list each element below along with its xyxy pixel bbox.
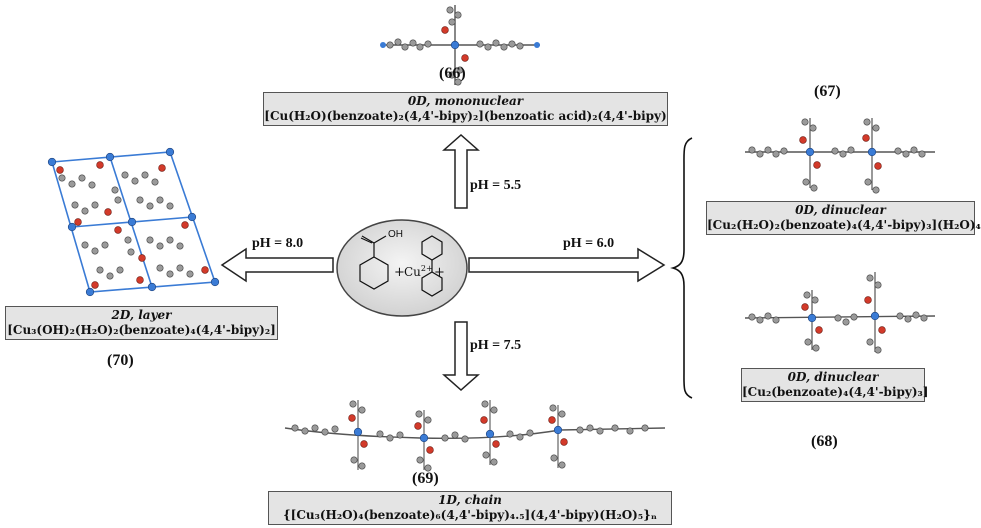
ph-label-up: pH = 5.5: [470, 178, 522, 193]
compound-id-67: (67): [814, 83, 841, 100]
right-brace: [670, 137, 693, 399]
molecule-66: [380, 5, 540, 86]
compound-formula-68: [Cu₂(benzoate)₄(4,4'-bipy)₃]: [742, 385, 929, 399]
ph-label-down: pH = 7.5: [470, 338, 522, 353]
molecule-67: [745, 118, 935, 194]
compound-kind-68: 0D, dinuclear: [787, 370, 879, 384]
copper-symbol: Cu: [404, 265, 421, 279]
hydroxyl-label: OH: [388, 229, 403, 240]
molecule-68: [744, 272, 936, 354]
ph-label-right: pH = 6.0: [563, 236, 615, 251]
compound-kind-69: 1D, chain: [438, 493, 502, 507]
compound-formula-67: [Cu₂(H₂O)₂(benzoate)₄(4,4'-bipy)₃](H₂O)₄: [707, 218, 981, 232]
compound-box-67: 0D, dinuclear [Cu₂(H₂O)₂(benzoate)₄(4,4'…: [706, 201, 981, 235]
compound-formula-70: [Cu₃(OH)₂(H₂O)₂(benzoate)₄(4,4'-bipy)₂]: [7, 323, 276, 337]
compound-box-68: 0D, dinuclear [Cu₂(benzoate)₄(4,4'-bipy)…: [741, 368, 929, 402]
compound-kind-67: 0D, dinuclear: [795, 203, 886, 217]
compound-id-68: (68): [811, 433, 838, 450]
molecule-70-atoms: [47, 147, 220, 297]
compound-formula-66: [Cu(H₂O)(benzoate)₂(4,4'-bipy)₂](benzoat…: [264, 109, 667, 123]
compound-kind-70: 2D, layer: [111, 308, 172, 322]
plus-sign-2: +: [434, 265, 445, 280]
reactants-ellipse: [336, 219, 468, 317]
compound-box-69: 1D, chain {[Cu₃(H₂O)₄(benzoate)₆(4,4'-bi…: [268, 491, 672, 525]
compound-id-70: (70): [107, 352, 134, 369]
copper-charge: 2+: [420, 264, 433, 273]
compound-box-70: 2D, layer [Cu₃(OH)₂(H₂O)₂(benzoate)₄(4,4…: [5, 306, 278, 340]
benzoic-acid-structure: [359, 235, 389, 290]
compound-kind-66: 0D, mononuclear: [407, 94, 524, 108]
arrow-up: [442, 133, 480, 209]
compound-id-66: (66): [439, 65, 466, 82]
plus-sign-1: +: [394, 265, 405, 280]
compound-id-69: (69): [412, 470, 439, 487]
bipyridine-structure: [421, 235, 443, 297]
molecule-69: [284, 400, 666, 472]
copper-ion-label: Cu2+: [404, 264, 433, 279]
arrow-left: [220, 247, 334, 283]
arrow-right: [468, 247, 666, 283]
compound-box-66: 0D, mononuclear [Cu(H₂O)(benzoate)₂(4,4'…: [263, 92, 668, 126]
arrow-down: [442, 321, 480, 392]
ph-label-left: pH = 8.0: [252, 236, 304, 251]
compound-formula-69: {[Cu₃(H₂O)₄(benzoate)₆(4,4'-bipy)₄.₅](4,…: [282, 508, 658, 522]
